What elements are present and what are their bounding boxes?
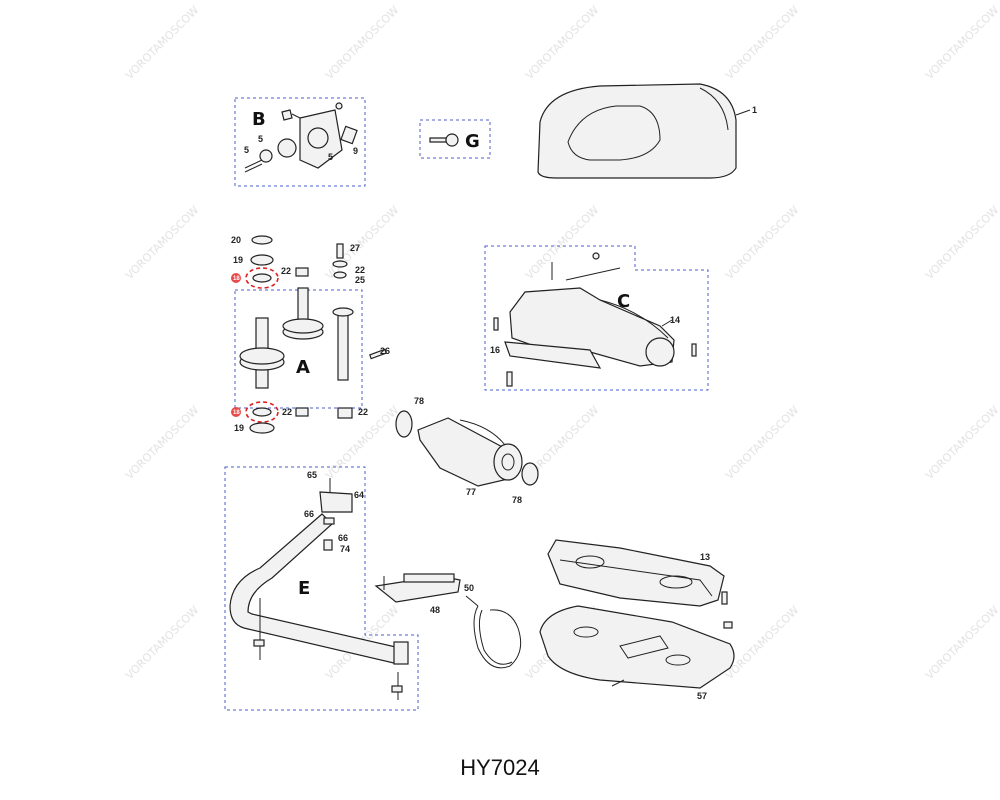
part-number: 22 xyxy=(355,265,365,275)
watermark: VOROTAMOSCOW xyxy=(923,204,1000,283)
highlight-circle-top xyxy=(245,267,279,289)
part-number: 66 xyxy=(338,533,348,543)
part-number: 22 xyxy=(282,407,292,417)
watermark: VOROTAMOSCOW xyxy=(923,4,1000,83)
lock-assembly-drawing xyxy=(244,102,358,173)
group-c-box xyxy=(484,245,709,391)
part-number: 48 xyxy=(430,605,440,615)
watermark: VOROTAMOSCOW xyxy=(523,204,602,283)
watermark: VOROTAMOSCOW xyxy=(123,604,202,683)
highlight-badge-top xyxy=(231,273,241,283)
arm-assembly-drawing xyxy=(229,478,409,700)
part-number: 66 xyxy=(304,509,314,519)
part-number: 14 xyxy=(670,315,680,325)
watermark: VOROTAMOSCOW xyxy=(723,4,802,83)
watermark: VOROTAMOSCOW xyxy=(723,204,802,283)
part-number: 57 xyxy=(697,691,707,701)
part-number: 50 xyxy=(464,583,474,593)
part-number: 5 xyxy=(258,134,263,144)
part-number: 22 xyxy=(358,407,368,417)
watermark: VOROTAMOSCOW xyxy=(923,604,1000,683)
watermark: VOROTAMOSCOW xyxy=(723,604,802,683)
part-number: 18 xyxy=(233,276,240,282)
part-number: 1 xyxy=(752,105,757,115)
watermark: VOROTAMOSCOW xyxy=(123,4,202,83)
base-housing-drawing xyxy=(547,539,733,629)
watermark: VOROTAMOSCOW xyxy=(323,4,402,83)
part-number: 22 xyxy=(281,266,291,276)
gear-train-drawing xyxy=(239,287,354,389)
gearbox-housing-drawing xyxy=(493,252,697,387)
part-number: 74 xyxy=(340,544,350,554)
part-number: 19 xyxy=(234,423,244,433)
part-number: 9 xyxy=(353,146,358,156)
part-number: 16 xyxy=(490,345,500,355)
terminal-block-drawing xyxy=(374,573,461,603)
part-number: 19 xyxy=(233,255,243,265)
base-plate-drawing xyxy=(539,605,735,689)
highlight-badge-bottom xyxy=(231,407,241,417)
group-e-box xyxy=(224,466,419,711)
part-number: 18 xyxy=(233,410,240,416)
part-number: 5 xyxy=(244,145,249,155)
watermark: VOROTAMOSCOW xyxy=(923,404,1000,483)
part-number: 26 xyxy=(380,346,390,356)
part-number: 13 xyxy=(700,552,710,562)
cover-drawing xyxy=(537,83,751,179)
part-number: 5 xyxy=(328,152,333,162)
part-number: 78 xyxy=(414,396,424,406)
part-number: 78 xyxy=(512,495,522,505)
washer-stack-bottom xyxy=(249,407,353,434)
group-g-label: G xyxy=(465,131,480,152)
group-b-box xyxy=(234,97,366,187)
washer-stack-top xyxy=(250,235,387,360)
part-number: 20 xyxy=(231,235,241,245)
part-number: 77 xyxy=(466,487,476,497)
watermark: VOROTAMOSCOW xyxy=(523,4,602,83)
model-code: HY7024 xyxy=(460,755,540,780)
part-number: 65 xyxy=(307,470,317,480)
watermark: VOROTAMOSCOW xyxy=(723,404,802,483)
part-number: 25 xyxy=(355,275,365,285)
key-drawing xyxy=(429,133,459,147)
cable-coil-drawing xyxy=(465,595,522,669)
part-number: 27 xyxy=(350,243,360,253)
group-e-label: E xyxy=(298,578,310,599)
highlight-circle-bottom xyxy=(245,401,279,423)
watermark: VOROTAMOSCOW xyxy=(123,204,202,283)
watermark: VOROTAMOSCOW xyxy=(123,404,202,483)
part-number: 64 xyxy=(354,490,364,500)
group-b-label: B xyxy=(252,109,266,130)
motor-drawing xyxy=(395,410,539,487)
group-a-label: A xyxy=(296,357,310,378)
